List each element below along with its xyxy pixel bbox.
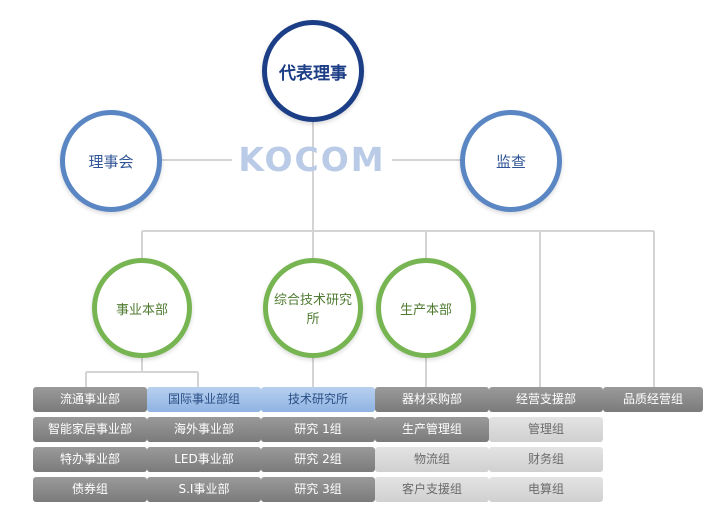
production-division-label: 生产本部 [399, 302, 452, 318]
board-node[interactable]: 理事会 [60, 110, 162, 212]
dept-box[interactable]: 电算组 [489, 477, 603, 502]
ceo-label: 代表理事 [279, 63, 347, 84]
dept-box[interactable]: 技术研究所 [261, 387, 375, 412]
dept-box[interactable]: 客户支援组 [375, 477, 489, 502]
production-division-node[interactable]: 生产本部 [376, 258, 476, 358]
dept-box[interactable]: 流通事业部 [33, 387, 147, 412]
dept-box[interactable]: 物流组 [375, 447, 489, 472]
business-division-label: 事业本部 [115, 302, 168, 318]
ceo-node[interactable]: 代表理事 [262, 20, 364, 122]
board-label: 理事会 [88, 152, 134, 171]
dept-box[interactable]: 经营支援部 [489, 387, 603, 412]
dept-box[interactable]: 特办事业部 [33, 447, 147, 472]
dept-box[interactable]: 品质经营组 [603, 387, 703, 412]
dept-box[interactable]: 国际事业部组 [147, 387, 261, 412]
dept-box[interactable]: S.I事业部 [147, 477, 261, 502]
dept-box[interactable]: 海外事业部 [147, 417, 261, 442]
dept-box[interactable]: 生产管理组 [375, 417, 489, 442]
dept-box[interactable]: 研究 1组 [261, 417, 375, 442]
dept-box[interactable]: 债券组 [33, 477, 147, 502]
audit-label: 监查 [495, 152, 526, 171]
kocom-logo: KOCOM [238, 140, 386, 179]
research-institute-label: 综合技术研究所 [273, 293, 352, 327]
audit-node[interactable]: 监查 [460, 110, 562, 212]
dept-box[interactable]: 研究 3组 [261, 477, 375, 502]
dept-box[interactable]: 管理组 [489, 417, 603, 442]
dept-box[interactable]: 智能家居事业部 [33, 417, 147, 442]
dept-box[interactable]: LED事业部 [147, 447, 261, 472]
dept-box[interactable]: 器材采购部 [375, 387, 489, 412]
research-institute-node[interactable]: 综合技术研究所 [263, 258, 363, 358]
dept-box[interactable]: 财务组 [489, 447, 603, 472]
dept-box[interactable]: 研究 2组 [261, 447, 375, 472]
business-division-node[interactable]: 事业本部 [92, 258, 192, 358]
